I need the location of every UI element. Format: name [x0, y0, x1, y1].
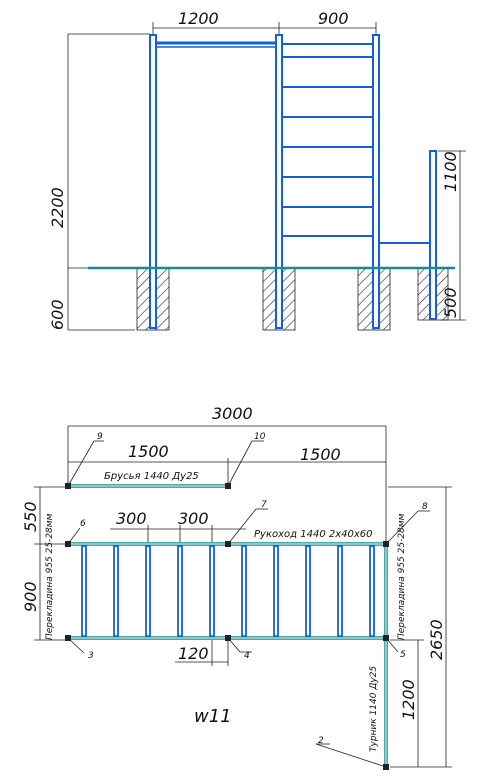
dim-side: 900 — [21, 581, 40, 612]
footings — [136, 267, 449, 331]
dim-left-half: 1500 — [128, 442, 169, 461]
label-monkey-bars: Рукоход 1440 2х40х60 — [254, 529, 373, 540]
node-2: 2 — [318, 736, 324, 746]
node-5: 5 — [400, 650, 406, 660]
node-3: 3 — [88, 651, 94, 661]
node-4: 4 — [244, 651, 250, 661]
dim-rung-step-2: 300 — [178, 509, 209, 528]
dim-bar-height: 1100 — [441, 151, 460, 192]
side-view: 1200 900 2200 600 — [48, 9, 466, 331]
dim-total: 3000 — [212, 404, 253, 423]
node-10: 10 — [254, 432, 266, 442]
node-8: 8 — [422, 502, 428, 512]
dim-total-depth: 2650 — [427, 619, 446, 660]
dim-tail: 1200 — [399, 679, 418, 720]
dim-top-offset: 550 — [21, 501, 40, 532]
dim-height: 2200 — [48, 187, 67, 228]
node-6: 6 — [80, 519, 86, 529]
label-parallel-bars: Брусья 1440 Ду25 — [104, 471, 199, 482]
label-crossbar-right: Перекладина 955 25-28мм — [397, 513, 407, 640]
dim-bar-depth: 500 — [441, 287, 460, 318]
dim-depth: 600 — [48, 299, 67, 330]
plan-view: 3000 1500 1500 Брусья 1440 Ду25 550 900 … — [21, 404, 452, 770]
dim-rung-step-1: 300 — [116, 509, 147, 528]
dim-width-right: 900 — [318, 9, 349, 28]
dim-width-left: 1200 — [178, 9, 219, 28]
label-pullup-bar: Турник 1140 Ду25 — [369, 666, 379, 752]
ladder-rungs — [282, 43, 373, 237]
dim-right-half: 1500 — [300, 445, 341, 464]
node-7: 7 — [261, 500, 267, 510]
label-crossbar-left: Перекладина 955 25-28мм — [45, 513, 55, 640]
posts — [149, 34, 437, 329]
plan-rungs — [81, 545, 375, 637]
dim-gap: 120 — [178, 644, 209, 663]
node-9: 9 — [97, 432, 103, 442]
drawing-title: w11 — [194, 706, 232, 727]
